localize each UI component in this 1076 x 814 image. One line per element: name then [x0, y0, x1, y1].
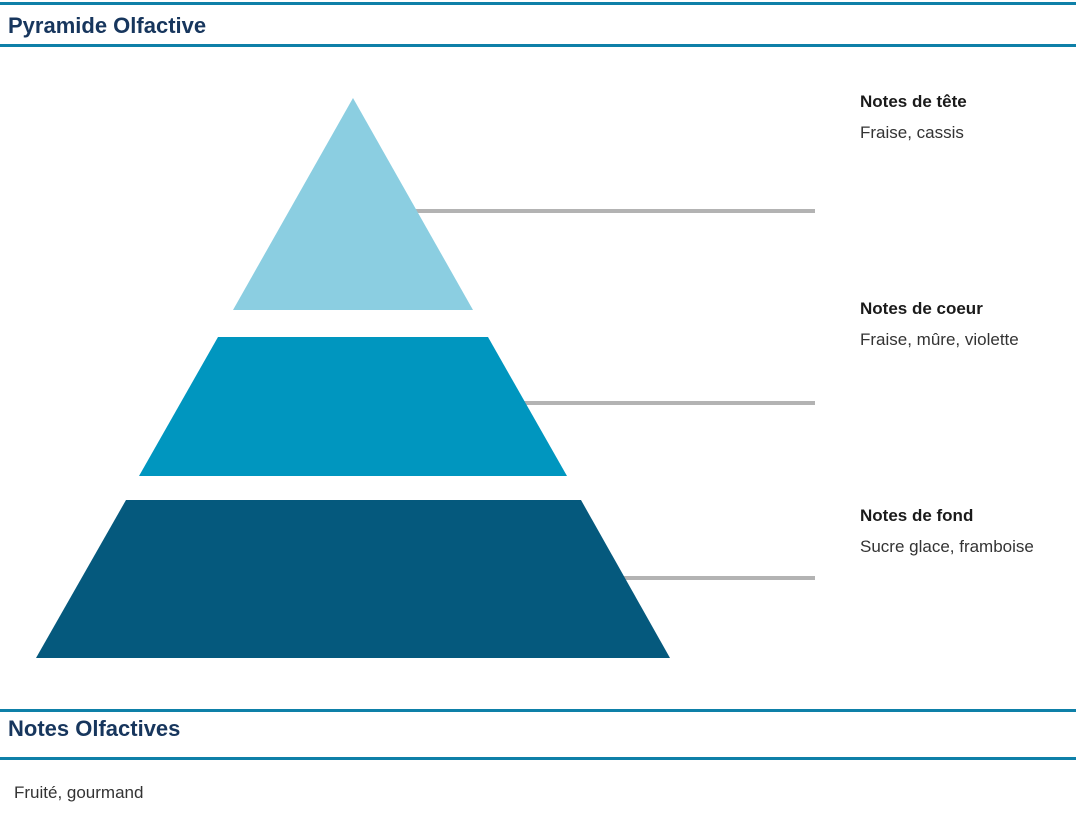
notes-section-top-rule — [0, 709, 1076, 712]
tier-label-tete: Notes de tête Fraise, cassis — [860, 86, 1072, 148]
pyramid-tier-top — [233, 98, 473, 310]
tier-name: Notes de coeur — [860, 299, 983, 318]
top-rule — [0, 2, 1076, 5]
title-underline — [0, 44, 1076, 47]
tier-notes: Fraise, mûre, violette — [860, 330, 1019, 349]
tier-notes: Sucre glace, framboise — [860, 537, 1034, 556]
pyramid-tier-bottom — [36, 500, 670, 658]
tier-label-fond: Notes de fond Sucre glace, framboise — [860, 500, 1072, 562]
pyramid-tier-middle — [139, 337, 567, 476]
tier-name: Notes de fond — [860, 506, 974, 525]
tier-label-coeur: Notes de coeur Fraise, mûre, violette — [860, 293, 1072, 355]
section-title-notes-olfactives: Notes Olfactives — [8, 716, 181, 741]
section-title-pyramide-olfactive: Pyramide Olfactive — [8, 13, 207, 38]
notes-title-underline — [0, 757, 1076, 760]
olfactory-notes-text: Fruité, gourmand — [14, 783, 144, 802]
tier-notes: Fraise, cassis — [860, 123, 964, 142]
tier-name: Notes de tête — [860, 92, 967, 111]
